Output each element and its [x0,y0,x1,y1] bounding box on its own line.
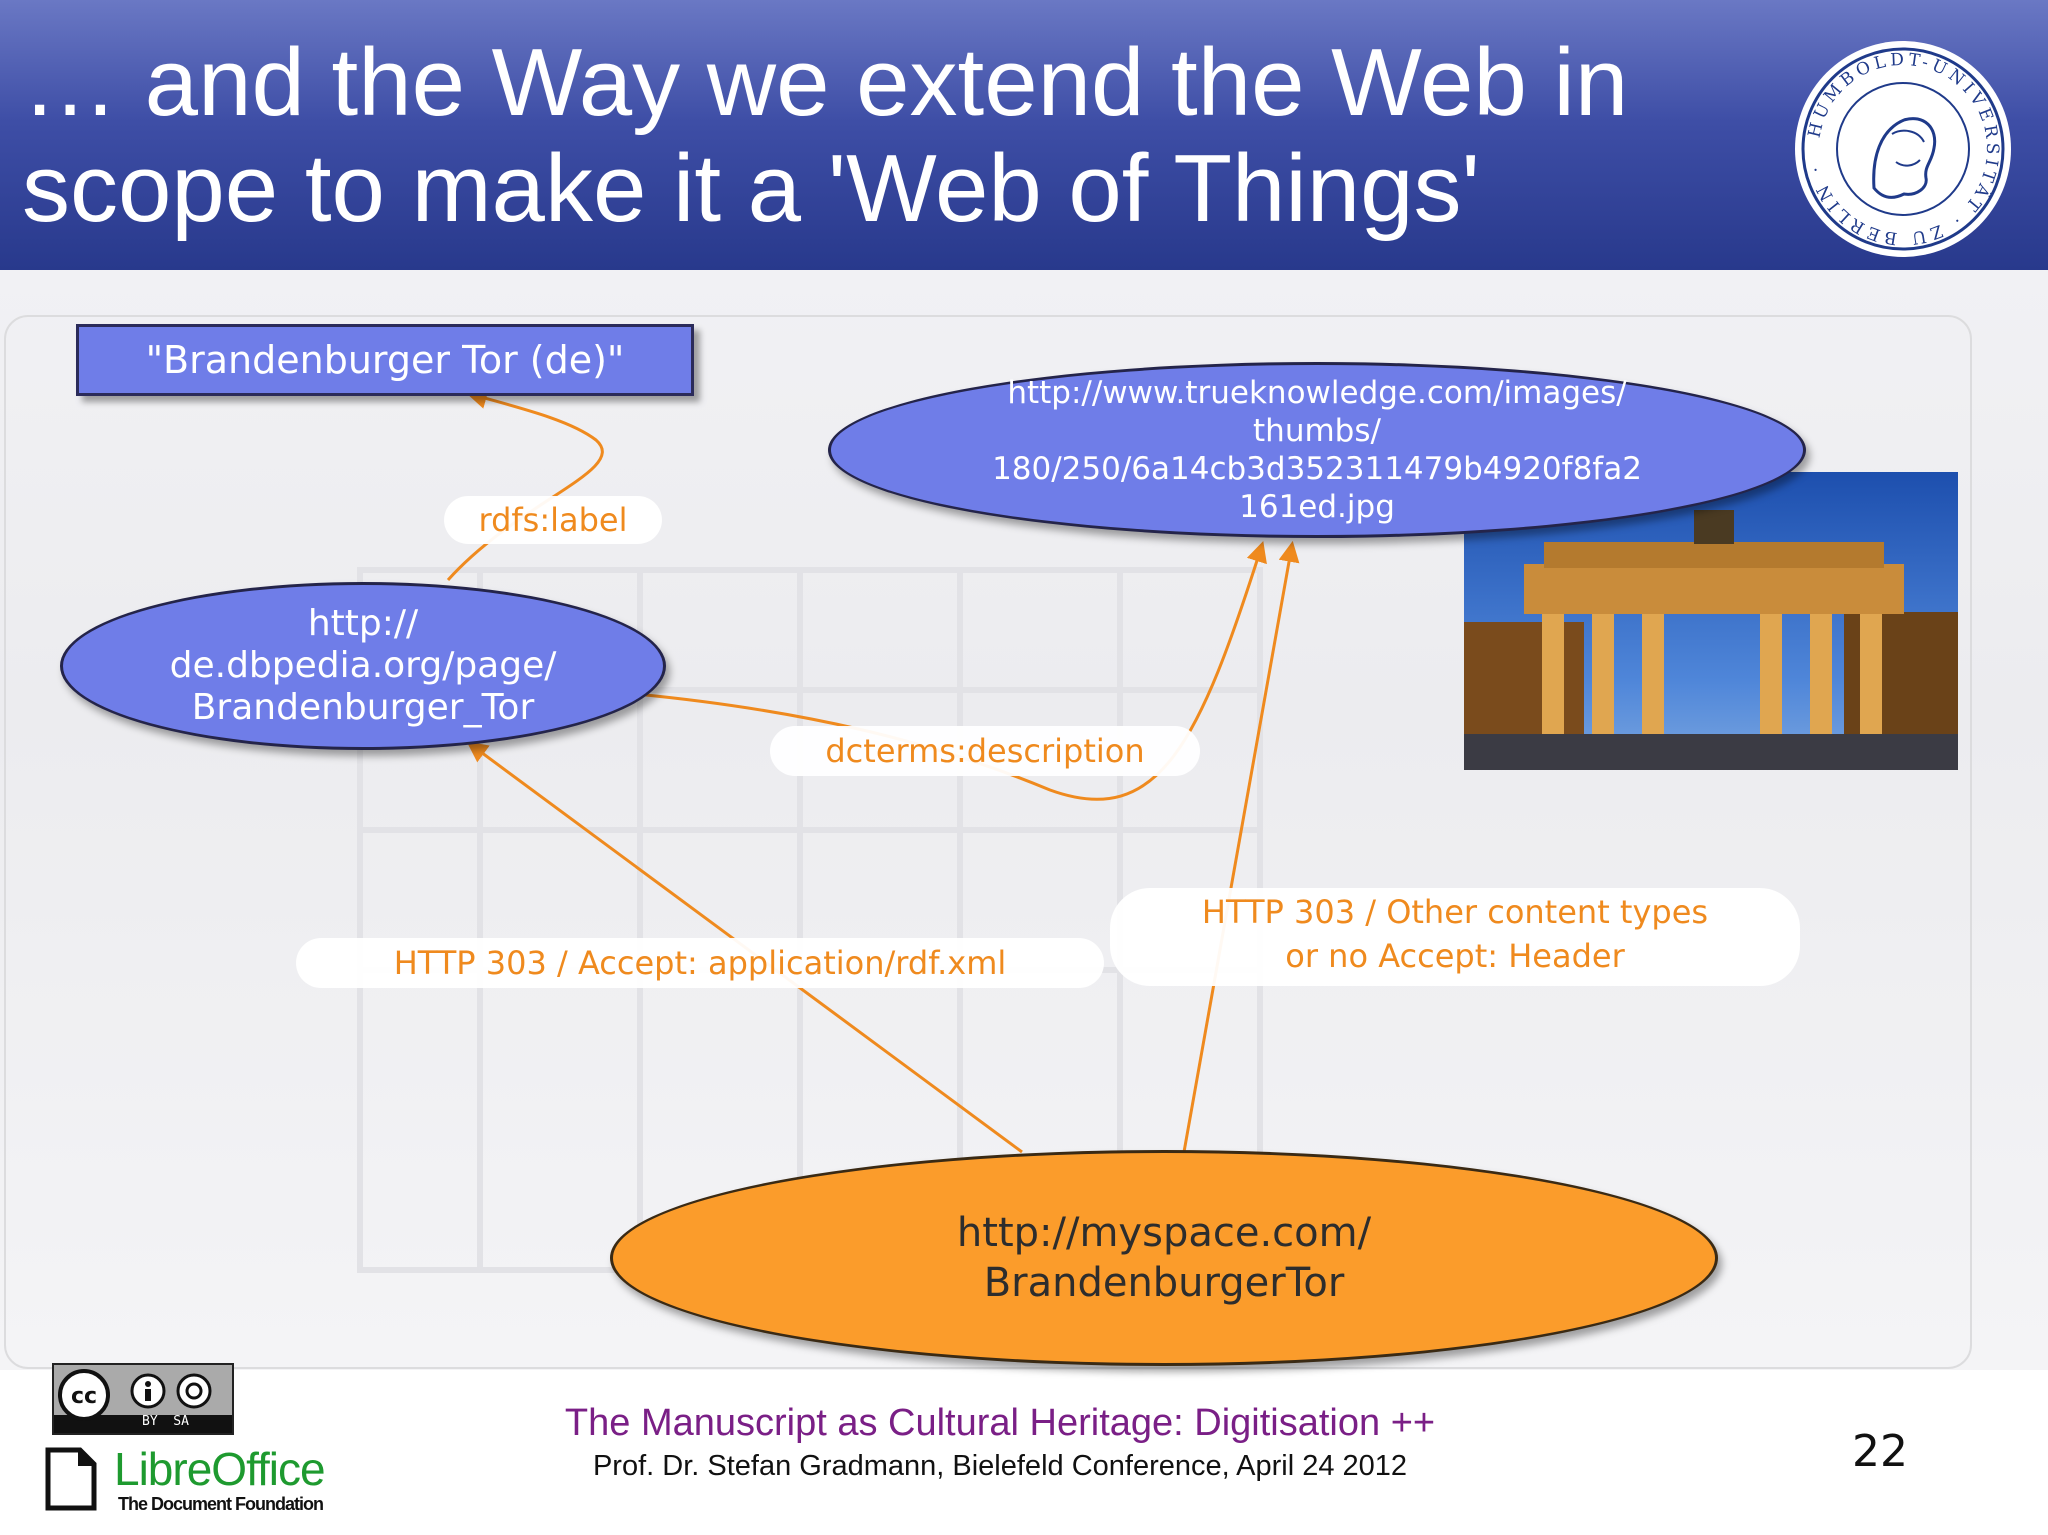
image-uri-text: http://www.trueknowledge.com/images/ thu… [992,374,1642,526]
myspace-uri-node: http://myspace.com/ BrandenburgerTor [610,1150,1718,1366]
image-uri-node: http://www.trueknowledge.com/images/ thu… [828,362,1806,538]
edge-label-dcterms-description: dcterms:description [770,726,1200,776]
literal-label-box: "Brandenburger Tor (de)" [76,324,694,396]
dbpedia-uri-text: http:// de.dbpedia.org/page/ Brandenburg… [170,603,557,729]
myspace-uri-text: http://myspace.com/ BrandenburgerTor [957,1208,1371,1308]
edge-label-http303-rdf: HTTP 303 / Accept: application/rdf.xml [296,938,1104,988]
edge-label-rdfs-label: rdfs:label [444,496,662,544]
edge-http303-other [1184,545,1292,1152]
footer-title: The Manuscript as Cultural Heritage: Dig… [0,1402,2000,1445]
dbpedia-uri-node: http:// de.dbpedia.org/page/ Brandenburg… [60,582,666,750]
edge-rdfs-label [448,394,602,580]
libreoffice-tagline: The Document Foundation [118,1494,323,1515]
footer-subtitle: Prof. Dr. Stefan Gradmann, Bielefeld Con… [0,1450,2000,1483]
page-number: 22 [1852,1426,1908,1477]
edge-label-http303-other: HTTP 303 / Other content types or no Acc… [1110,888,1800,986]
